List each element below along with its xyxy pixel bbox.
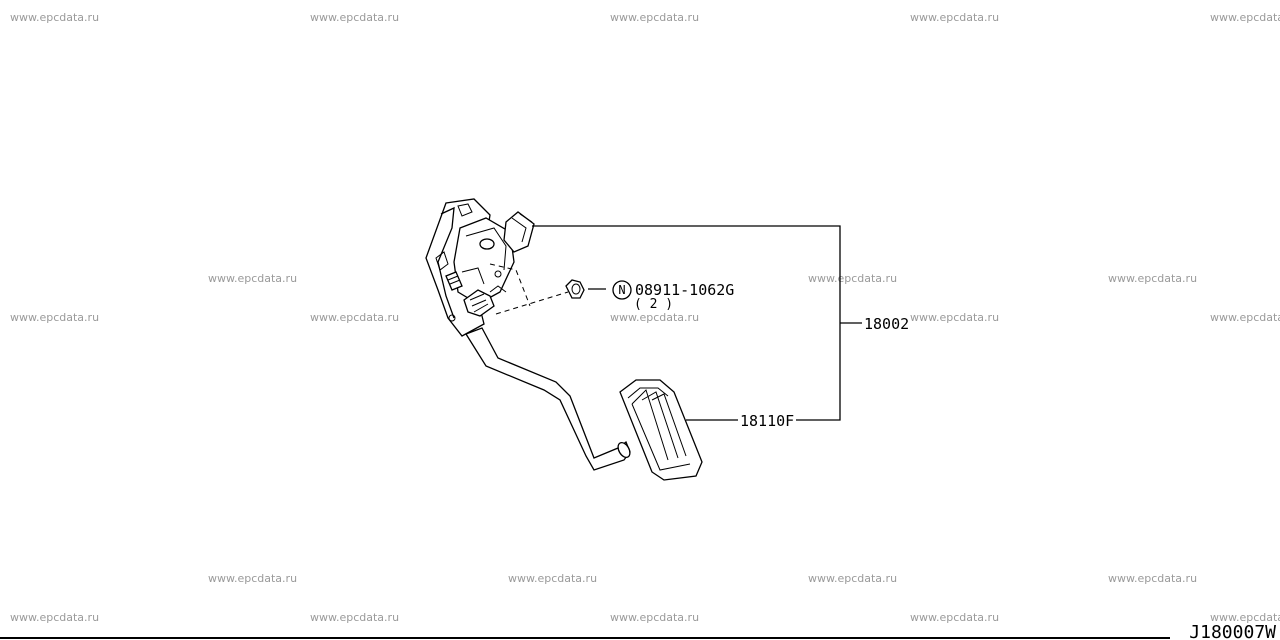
watermark: www.epcdata.ru bbox=[610, 611, 699, 624]
nut-quantity: ( 2 ) bbox=[634, 297, 673, 312]
watermark: www.epcdata.ru bbox=[808, 272, 897, 285]
nut-part-number: 08911-1062G bbox=[635, 281, 734, 299]
watermark: www.epcdata.ru bbox=[1210, 311, 1280, 324]
n-marker-circle bbox=[612, 280, 632, 300]
watermark: www.epcdata.ru bbox=[508, 572, 597, 585]
nut-icon bbox=[565, 279, 585, 299]
watermark: www.epcdata.ru bbox=[1210, 611, 1280, 624]
pedal-pad-drawing bbox=[619, 379, 703, 481]
diagram-code: J180007W bbox=[1189, 622, 1276, 640]
watermark: www.epcdata.ru bbox=[1108, 572, 1197, 585]
watermark: www.epcdata.ru bbox=[1210, 11, 1280, 24]
watermark: www.epcdata.ru bbox=[310, 11, 399, 24]
leader-lines bbox=[532, 225, 862, 421]
watermark: www.epcdata.ru bbox=[310, 311, 399, 324]
watermark: www.epcdata.ru bbox=[310, 611, 399, 624]
watermark: www.epcdata.ru bbox=[910, 11, 999, 24]
watermark: www.epcdata.ru bbox=[10, 311, 99, 324]
watermark: www.epcdata.ru bbox=[910, 611, 999, 624]
watermark: www.epcdata.ru bbox=[10, 11, 99, 24]
watermark: www.epcdata.ru bbox=[808, 572, 897, 585]
watermark: www.epcdata.ru bbox=[208, 272, 297, 285]
watermark: www.epcdata.ru bbox=[208, 572, 297, 585]
pedal-assembly-drawing bbox=[425, 198, 631, 471]
pedal-assembly-part-number: 18002 bbox=[864, 315, 909, 333]
watermark: www.epcdata.ru bbox=[1108, 272, 1197, 285]
watermark: www.epcdata.ru bbox=[610, 11, 699, 24]
nut-marker-letter: N bbox=[618, 283, 625, 297]
watermark: www.epcdata.ru bbox=[610, 311, 699, 324]
watermark: www.epcdata.ru bbox=[910, 311, 999, 324]
nut-marker: N bbox=[612, 280, 632, 300]
pedal-pad-part-number: 18110F bbox=[740, 412, 794, 430]
watermark: www.epcdata.ru bbox=[10, 611, 99, 624]
watermark-layer: www.epcdata.ru www.epcdata.ru www.epcdat… bbox=[10, 11, 1280, 624]
